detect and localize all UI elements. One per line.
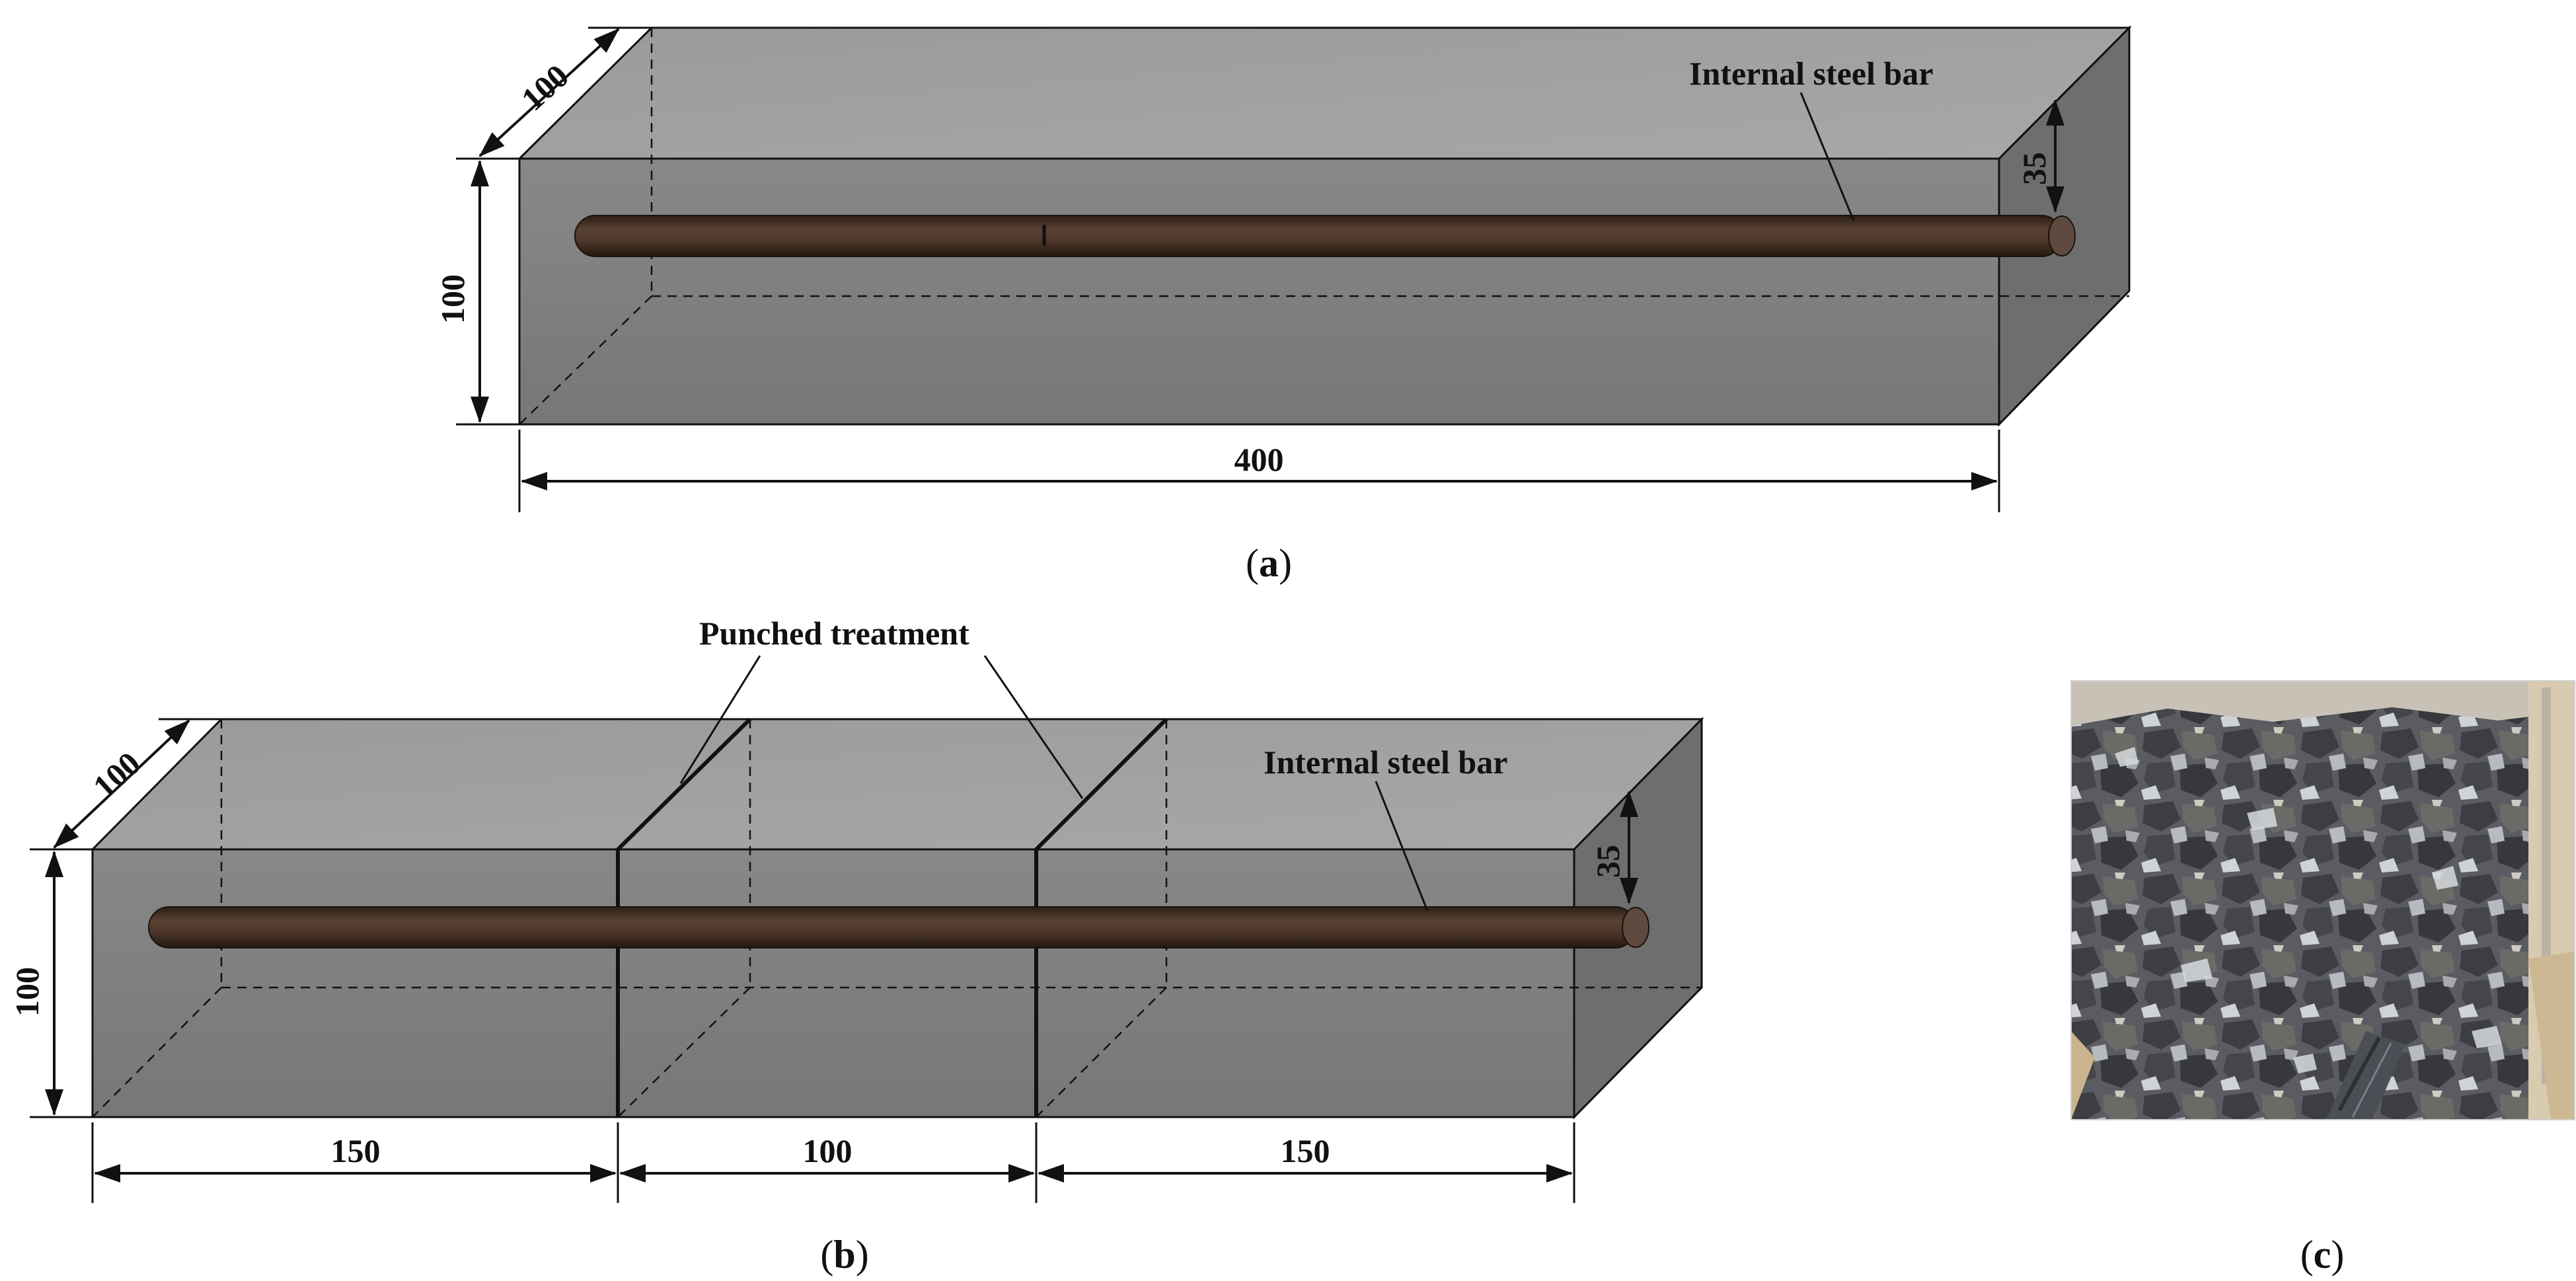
box-a-front-face [518, 157, 2000, 426]
leader-b-steel-bar [1375, 781, 1429, 912]
dim-a-length-label: 400 [1234, 441, 1284, 478]
punched-cuts [616, 717, 1168, 1117]
leader-b-punched-2 [983, 655, 1084, 799]
steel-bar-a [574, 215, 2076, 257]
dim-b-width-label: 100 [86, 744, 147, 805]
box-b-top-face [90, 718, 1704, 851]
label-b-punched: Punched treatment [699, 615, 969, 652]
dim-b-cover-label: 35 [1589, 845, 1626, 878]
dim-a-height-label: 100 [434, 274, 471, 324]
dim-a-width-label: 100 [514, 57, 576, 118]
box-a-top-face [517, 26, 2132, 160]
panel-a: 100 100 400 35 Internal steel bar (a) [434, 25, 2132, 585]
dim-b-seg-right-label: 150 [1281, 1132, 1330, 1169]
dim-b-seg-middle-label: 100 [803, 1132, 852, 1169]
caption-a: (a) [1246, 541, 1292, 585]
panel-b: 100 100 150 100 150 35 Punched treatment… [9, 615, 1704, 1276]
box-b-front-face [91, 848, 1575, 1118]
dim-b-seg-left-label: 150 [331, 1132, 381, 1169]
leader-a-steel-bar [1799, 92, 1855, 221]
caption-b: (b) [820, 1233, 868, 1276]
label-a-steel-bar: Internal steel bar [1689, 55, 1933, 92]
caption-c: (c) [2300, 1233, 2345, 1276]
leader-b-punched-1 [679, 655, 761, 784]
label-b-steel-bar: Internal steel bar [1264, 744, 1507, 781]
dim-b-height-label: 100 [9, 967, 46, 1017]
dim-b-width-line [53, 719, 190, 849]
specimen-photo [2071, 681, 2575, 1120]
dim-a-width-line [478, 28, 620, 157]
panel-c: (c) [2070, 680, 2575, 1276]
steel-bar-b [148, 906, 1649, 949]
dim-a-cover-label: 35 [2016, 152, 2053, 185]
